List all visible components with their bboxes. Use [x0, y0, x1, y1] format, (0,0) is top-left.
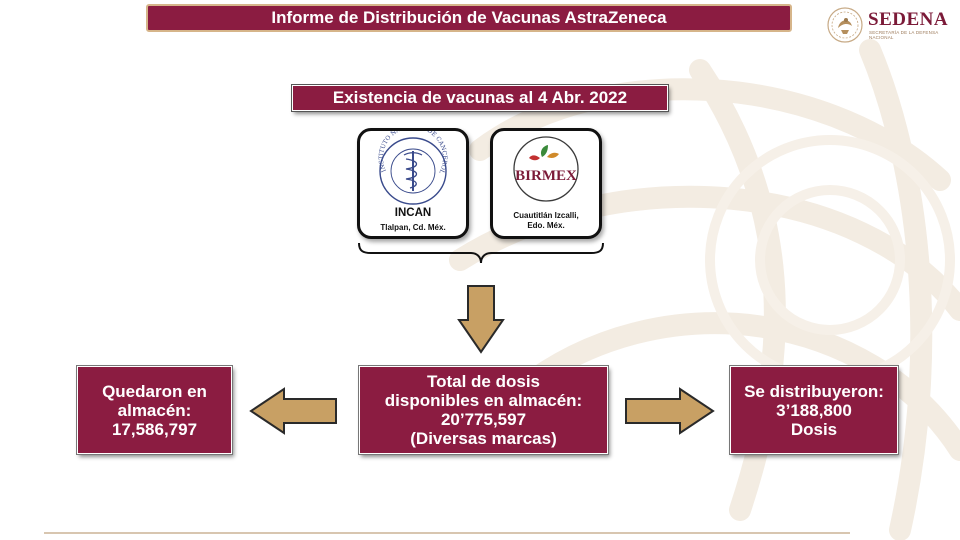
incan-location: Tlalpan, Cd. Méx.	[380, 223, 446, 232]
report-title: Informe de Distribución de Vacunas Astra…	[146, 4, 792, 32]
brand-name: SEDENA	[868, 9, 949, 30]
arrow-down-icon	[457, 285, 505, 354]
birmex-card: BIRMEX Cuautitlán Izcalli, Edo. Méx.	[490, 128, 602, 239]
total-line1: Total de dosis	[426, 372, 541, 391]
remaining-stock-box: Quedaron en almacén: 17,586,797	[77, 366, 232, 454]
total-note: (Diversas marcas)	[410, 429, 557, 448]
sedena-logo: SEDENA SECRETARÍA DE LA DEFENSA NACIONAL	[826, 6, 960, 46]
incan-seal-icon: INSTITUTO NACIONAL DE CANCEROLOGÍA · Méx…	[360, 131, 448, 205]
total-doses-box: Total de dosis disponibles en almacén: 2…	[359, 366, 608, 454]
birmex-logo-icon: BIRMEX	[513, 136, 579, 202]
distributed-box: Se distribuyeron: 3’188,800 Dosis	[730, 366, 898, 454]
birmex-location-line2: Edo. Méx.	[527, 221, 565, 230]
birmex-location: Cuautitlán Izcalli, Edo. Méx.	[493, 211, 599, 231]
stock-date-banner: Existencia de vacunas al 4 Abr. 2022	[292, 85, 668, 111]
birmex-location-line1: Cuautitlán Izcalli,	[513, 211, 579, 220]
brand-subtitle: SECRETARÍA DE LA DEFENSA NACIONAL	[869, 30, 939, 40]
birmex-wordmark: BIRMEX	[515, 168, 577, 184]
remaining-value: 17,586,797	[111, 419, 198, 439]
footer-divider	[44, 532, 850, 534]
total-value: 20’775,597	[440, 410, 527, 429]
incan-name: INCAN	[394, 207, 432, 219]
arrow-left-icon	[249, 387, 337, 435]
remaining-line1: Quedaron en	[102, 381, 207, 401]
eagle-emblem-icon	[827, 7, 863, 43]
grouping-brace	[358, 242, 604, 264]
arrow-right-icon	[625, 387, 715, 435]
distributed-unit: Dosis	[790, 419, 838, 439]
remaining-line2: almacén:	[117, 400, 192, 420]
distributed-line1: Se distribuyeron:	[744, 381, 884, 401]
incan-card: INSTITUTO NACIONAL DE CANCEROLOGÍA · Méx…	[357, 128, 469, 239]
total-line2: disponibles en almacén:	[384, 391, 583, 410]
distributed-value: 3’188,800	[776, 400, 852, 420]
